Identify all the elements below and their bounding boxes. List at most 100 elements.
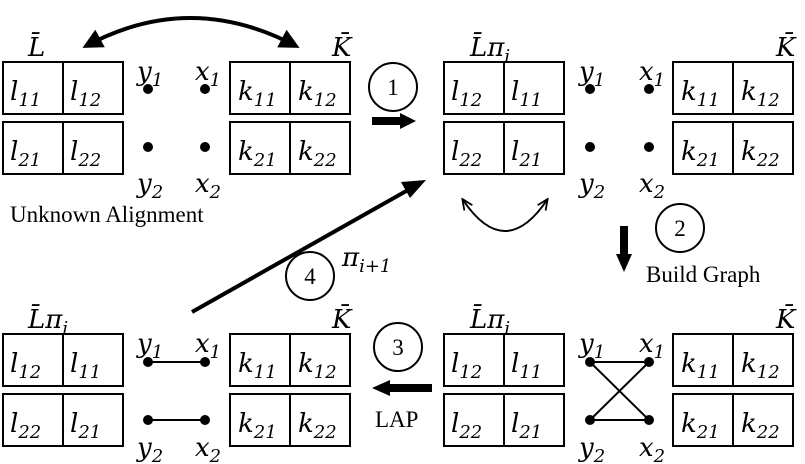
cell-label: k21 [238, 137, 277, 171]
node-label-x2: x2 [639, 169, 665, 203]
node-dot-y2 [143, 142, 153, 152]
node-dot-x2 [644, 415, 654, 425]
cell-label: l21 [10, 137, 41, 171]
node-dot-x1 [644, 84, 654, 94]
cell-label: l12 [451, 349, 482, 383]
cell-label: l11 [511, 349, 542, 383]
cell-label: l21 [511, 409, 542, 443]
node-dot-y2 [585, 142, 595, 152]
step-3-arrow-head [372, 380, 390, 396]
step-2-number: 2 [674, 216, 686, 241]
node-label-y2: y2 [136, 433, 163, 464]
cell-label: k11 [681, 349, 720, 383]
step-3-circle [373, 322, 423, 372]
matrix-l-permuted [443, 333, 565, 447]
node-dot-y1 [143, 84, 153, 94]
matrix-k-cell [289, 333, 351, 387]
node-label-y2: y2 [578, 169, 605, 203]
matrix-k-title: K̄ [331, 303, 353, 335]
cell-label: l22 [70, 137, 101, 171]
cell-label: k11 [238, 77, 277, 111]
node-dot-y2 [585, 415, 595, 425]
matrix-k-cell [732, 61, 794, 115]
node-label-y2: y2 [136, 169, 163, 203]
panel-bottom-right: L̄πi K̄ l12 l11 l22 l21 k11 k12 k21 k22 … [443, 303, 797, 464]
matrix-l-cell [62, 61, 124, 115]
matrix-l [2, 61, 124, 175]
step-4-arrow-head [401, 180, 426, 198]
cell-label: k21 [681, 137, 720, 171]
node-dot-y1 [143, 357, 153, 367]
step-3-label: LAP [375, 407, 418, 432]
matrix-l-cell [503, 393, 565, 447]
node-label-x2: x2 [639, 433, 665, 464]
step-4-arrow-shaft [191, 188, 409, 314]
node-dot-y1 [585, 84, 595, 94]
node-dot-x2 [200, 142, 210, 152]
matrix-k-title: K̄ [331, 31, 353, 63]
matrix-k [672, 61, 794, 175]
matrix-l-cell [503, 61, 565, 115]
node-dot-x1 [644, 357, 654, 367]
matrix-l-cell [62, 121, 124, 175]
panel-bottom-left: L̄πi K̄ l12 l11 l22 l21 k11 k12 k21 k22 … [2, 303, 353, 464]
step-4-number: 4 [304, 264, 316, 289]
cell-label: l11 [70, 349, 101, 383]
node-dot-y1 [585, 357, 595, 367]
node-label-y1: y1 [136, 329, 163, 363]
cell-label: l21 [511, 137, 542, 171]
node-label-x1: x1 [195, 329, 221, 363]
node-label-y2: y2 [578, 433, 605, 464]
cell-label: k11 [238, 349, 277, 383]
node-dot-x1 [200, 84, 210, 94]
node-label-x2: x2 [195, 169, 221, 203]
panel-top-left: L̄ K̄ l11 l12 l21 l22 k11 k12 k21 k22 y1… [2, 16, 353, 227]
matrix-k-cell [732, 333, 794, 387]
node-dot-y2 [143, 415, 153, 425]
cell-label: k22 [741, 137, 780, 171]
cell-label: k22 [741, 409, 780, 443]
cell-label: l11 [511, 77, 542, 111]
cell-label: l22 [451, 137, 482, 171]
matrix-k-cell [732, 121, 794, 175]
node-label-x1: x1 [639, 329, 665, 363]
step-4-circle [285, 251, 335, 301]
bipartite-graph-edges [589, 361, 650, 421]
step-1-arrow-head [400, 113, 416, 129]
matrix-k-cell [289, 121, 351, 175]
node-label-x1: x1 [639, 57, 665, 91]
cell-label: l21 [70, 409, 101, 443]
node-dot-x2 [200, 415, 210, 425]
cell-label: l22 [451, 409, 482, 443]
step-2-circle [655, 203, 705, 253]
step-1-number: 1 [387, 75, 399, 100]
matrix-l-permuted [2, 333, 124, 447]
matrix-k [229, 61, 351, 175]
swap-double-arrow [82, 16, 300, 48]
cell-label: k21 [238, 409, 277, 443]
matrix-l-cell [503, 121, 565, 175]
matrix-k [672, 333, 794, 447]
matrix-k-title: K̄ [775, 31, 797, 63]
step-2: 2 Build Graph [616, 203, 761, 287]
node-dot-x2 [644, 142, 654, 152]
iterate-loop-arrow [463, 200, 547, 232]
matrix-k-title: K̄ [775, 303, 797, 335]
cell-label: l11 [10, 77, 41, 111]
matrix-k [229, 333, 351, 447]
cell-label: l12 [10, 349, 41, 383]
node-label-y1: y1 [578, 57, 605, 91]
cell-label: l12 [451, 77, 482, 111]
matrix-l-cell [62, 333, 124, 387]
node-label-y1: y1 [136, 57, 163, 91]
cell-label: k11 [681, 77, 720, 111]
step-2-label: Build Graph [646, 262, 761, 287]
matrix-l-title: L̄ [27, 31, 45, 63]
node-label-y1: y1 [578, 329, 605, 363]
step-3: 3 LAP [372, 322, 432, 432]
cell-label: k22 [298, 137, 337, 171]
step-2-arrow-head [616, 254, 632, 272]
matrix-k-cell [289, 393, 351, 447]
matrix-l-permuted [443, 61, 565, 175]
